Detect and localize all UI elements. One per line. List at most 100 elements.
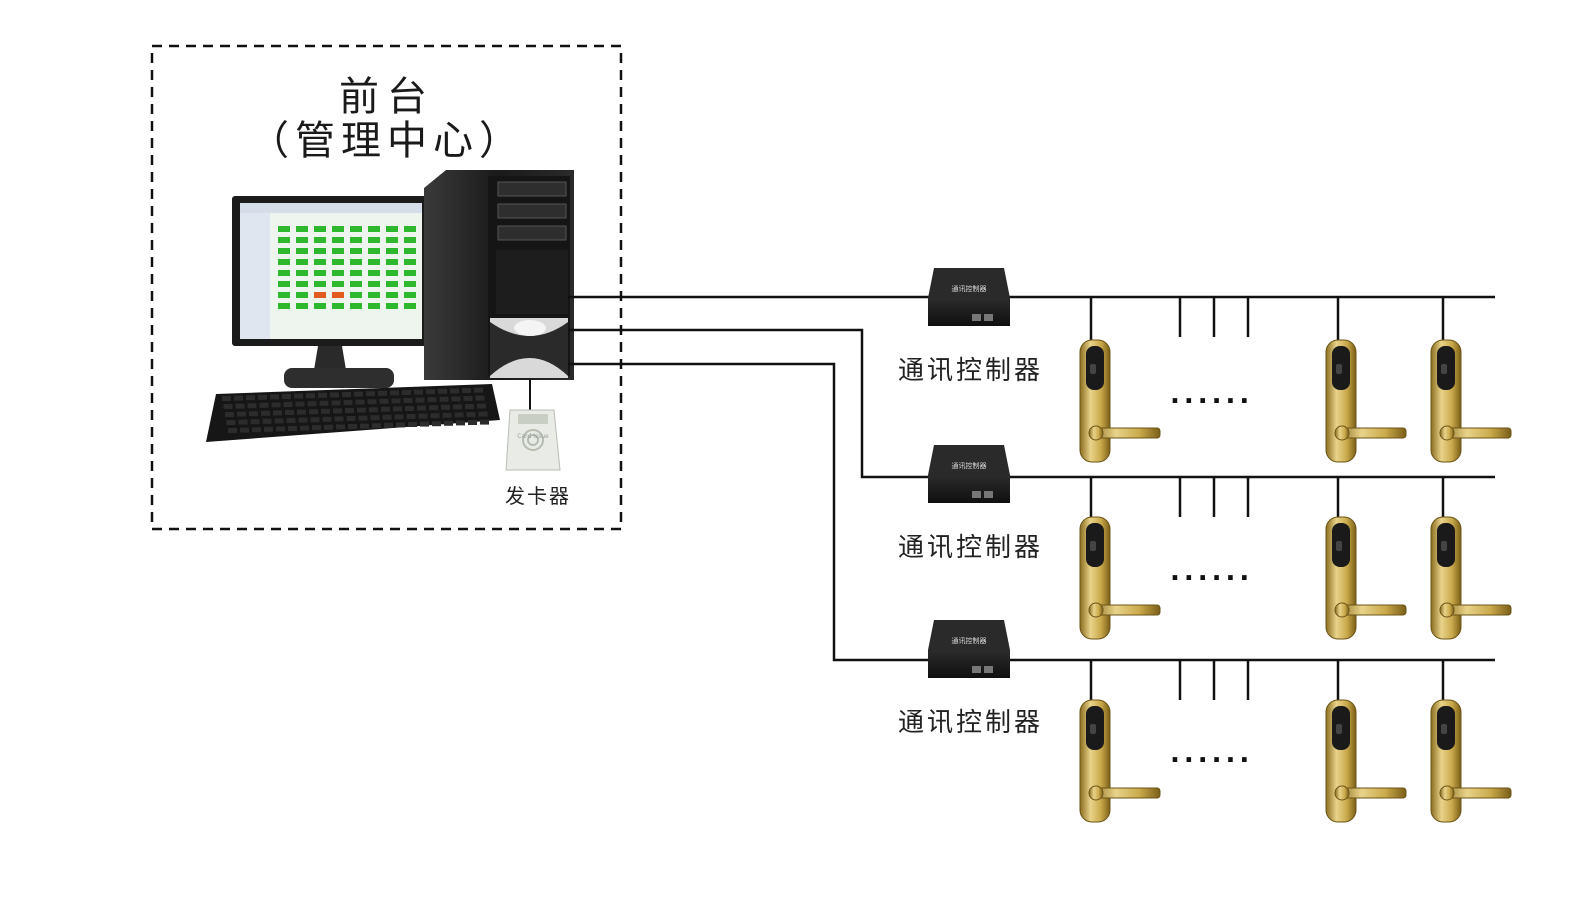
- keyboard-key: [394, 414, 404, 420]
- keyboard-key: [237, 411, 246, 417]
- keyboard-key: [345, 408, 354, 413]
- screen-cell: [386, 303, 398, 309]
- keyboard-key: [403, 398, 413, 403]
- keyboard-key: [298, 417, 308, 423]
- keyboard-key: [297, 409, 306, 415]
- door-lock-icon: [1430, 516, 1512, 640]
- screen-cell: [278, 303, 290, 309]
- controller-box-icon: 通讯控制器: [928, 445, 1010, 503]
- keyboard-key: [408, 422, 417, 427]
- screen-cell: [296, 248, 308, 254]
- bus-stubs: [1089, 297, 1445, 704]
- keyboard-key: [468, 420, 477, 425]
- screen-cell: [350, 270, 362, 276]
- screen-cell: [296, 281, 308, 287]
- screen-cell: [314, 281, 326, 287]
- keyboard-key: [271, 402, 281, 408]
- keyboard-key: [462, 388, 471, 393]
- keyboard-key: [456, 420, 465, 426]
- keyboard-key: [300, 425, 309, 431]
- keyboard-key: [288, 426, 297, 431]
- keyboard-key: [333, 408, 342, 414]
- keyboard-key: [450, 388, 459, 394]
- screen-cell: [278, 270, 290, 276]
- screen-cell: [404, 292, 416, 298]
- controller-box-text: 通讯控制器: [952, 284, 987, 293]
- screen-cell: [314, 303, 326, 309]
- keyboard-key: [282, 394, 291, 399]
- keyboard-key: [307, 401, 317, 407]
- keyboard-key: [463, 396, 473, 401]
- keyboard-key: [366, 391, 375, 397]
- keyboard-key: [261, 410, 270, 416]
- keyboard-key: [480, 419, 489, 425]
- keyboard-key: [369, 407, 378, 413]
- keyboard-key: [228, 428, 237, 433]
- keyboard-key: [322, 416, 332, 422]
- screen-cell: [332, 270, 344, 276]
- screen-cell: [404, 237, 416, 243]
- keyboard-key: [324, 424, 333, 430]
- keyboard-key: [295, 401, 305, 407]
- screen-cell: [314, 270, 326, 276]
- keyboard-key: [451, 396, 461, 402]
- screen-cell: [350, 237, 362, 243]
- keyboard-key: [360, 423, 369, 429]
- keyboard-key: [346, 416, 356, 421]
- keyboard-key: [294, 393, 303, 399]
- door-lock-icon: [1079, 699, 1161, 823]
- screen-cell: [350, 303, 362, 309]
- screen-cell: [368, 226, 380, 232]
- keyboard-key: [238, 419, 248, 425]
- keyboard-key: [355, 399, 365, 405]
- controller-box-text: 通讯控制器: [952, 636, 987, 645]
- keyboard-key: [420, 421, 429, 427]
- keyboard-key: [348, 424, 357, 429]
- screen-cell: [350, 248, 362, 254]
- keyboard-key: [402, 390, 411, 395]
- keyboard-key: [405, 406, 414, 411]
- controller-label: 通讯控制器: [898, 533, 1044, 563]
- screen-cell: [368, 237, 380, 243]
- screen-cell: [296, 292, 308, 298]
- keyboard-key: [252, 427, 261, 433]
- door-lock-icon: [1430, 699, 1512, 823]
- keyboard-key: [357, 407, 366, 413]
- keyboard-key: [406, 414, 416, 419]
- pc-tower-icon: [424, 170, 574, 380]
- keyboard-key: [223, 404, 233, 409]
- keyboard-key: [331, 400, 341, 406]
- door-lock-icon: [1325, 699, 1407, 823]
- front-desk-title: 前台: [339, 74, 435, 120]
- keyboard-key: [342, 392, 351, 397]
- keyboard-key: [286, 418, 296, 423]
- keyboard-icon: [206, 384, 500, 442]
- screen-cell: [314, 259, 326, 265]
- screen-cell: [278, 259, 290, 265]
- keyboard-key: [240, 427, 249, 433]
- screen-cell: [350, 281, 362, 287]
- screen-cell: [386, 259, 398, 265]
- keyboard-key: [249, 411, 258, 417]
- keyboard-key: [465, 404, 474, 409]
- door-lock-icon: [1325, 339, 1407, 463]
- screen-cell: [314, 248, 326, 254]
- screen-cell: [350, 292, 362, 298]
- screen-cell: [332, 281, 344, 287]
- card-issuer-icon: Card Issue: [505, 380, 561, 471]
- screen-cell: [332, 248, 344, 254]
- keyboard-key: [234, 395, 243, 401]
- screen-cell: [350, 226, 362, 232]
- screen-cell: [404, 303, 416, 309]
- keyboard-key: [319, 400, 329, 406]
- screen-cell: [332, 226, 344, 232]
- keyboard-key: [474, 387, 483, 393]
- controller-label: 通讯控制器: [898, 356, 1044, 386]
- screen-cell: [296, 270, 308, 276]
- keyboard-key: [306, 393, 315, 399]
- keyboard-key: [226, 420, 236, 425]
- keyboard-key: [477, 403, 486, 409]
- keyboard-key: [381, 406, 390, 412]
- keyboard-key: [442, 412, 452, 418]
- screen-cell: [296, 303, 308, 309]
